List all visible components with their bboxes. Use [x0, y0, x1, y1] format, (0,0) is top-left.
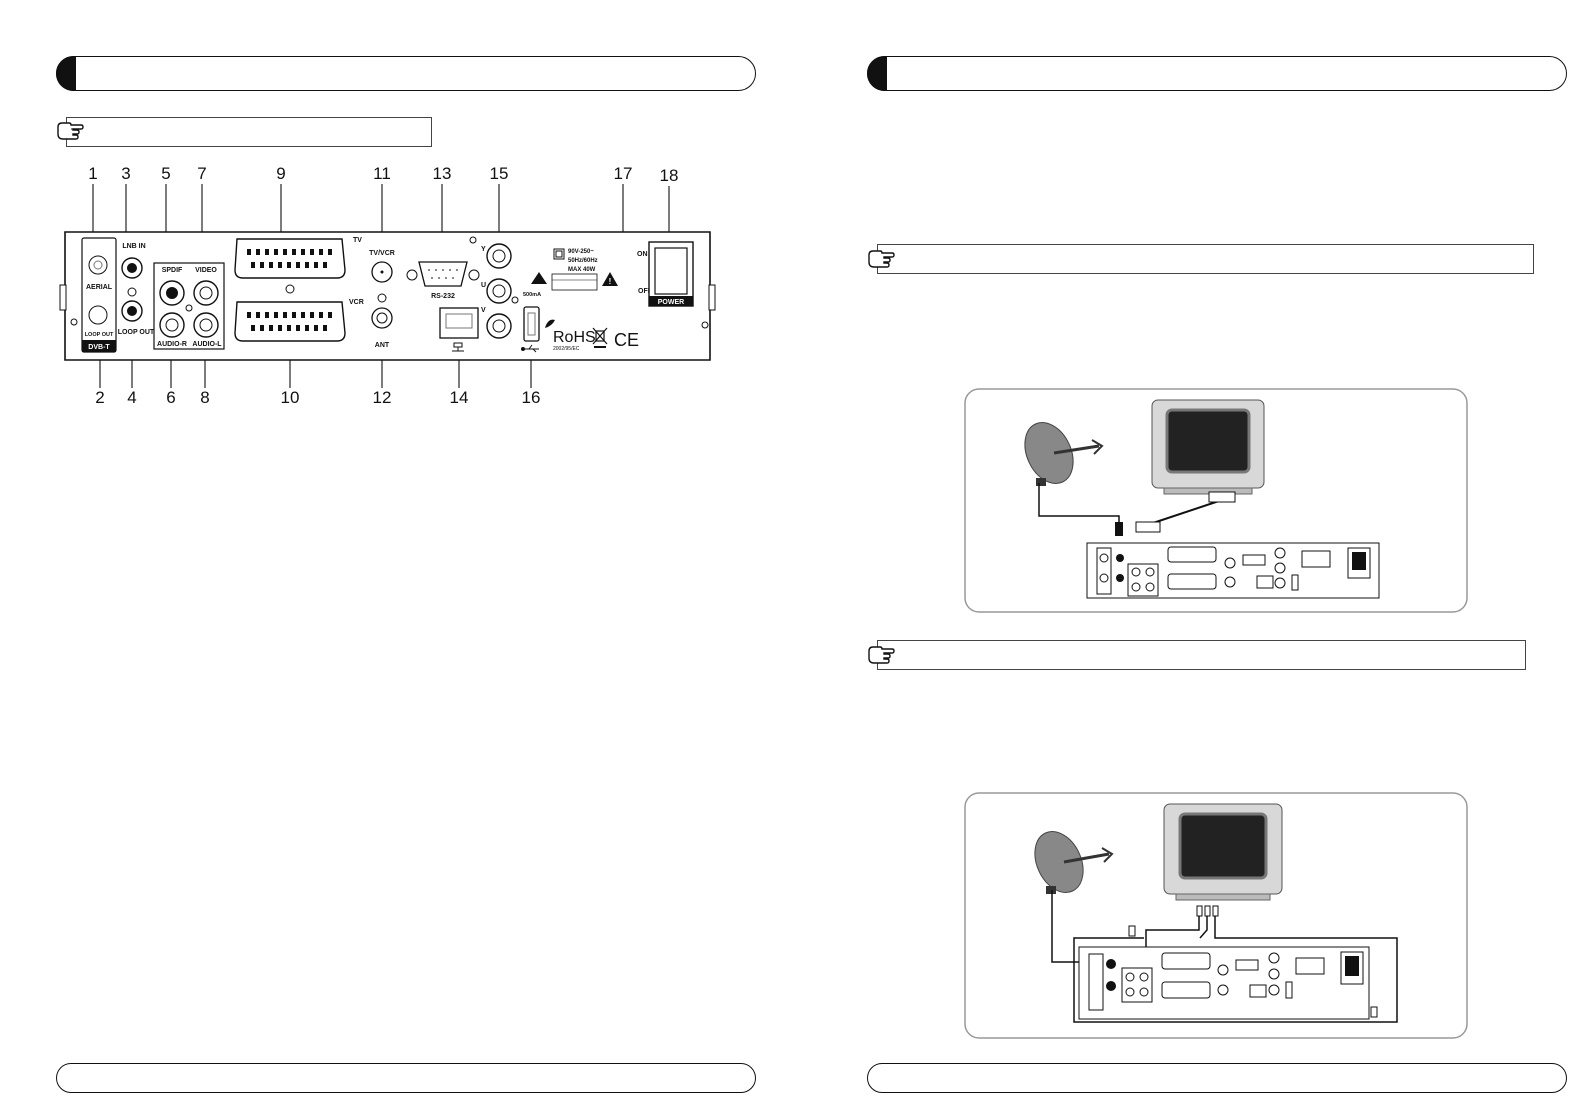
callout-4: 4	[127, 388, 136, 407]
callout-16: 16	[522, 388, 541, 407]
satellite-dish-icon	[1034, 831, 1114, 894]
callout-6: 6	[166, 388, 175, 407]
scart-plug-icon	[1208, 491, 1236, 503]
right-page-footer-bar	[867, 1063, 1567, 1093]
lnb-in-label: LNB IN	[122, 243, 145, 250]
callout-15: 15	[490, 164, 509, 183]
pointing-hand-icon	[868, 250, 895, 268]
connection-diagram-rca	[964, 792, 1468, 1039]
coax-plug-icon	[1115, 522, 1123, 536]
tv-scart-label: TV	[353, 237, 362, 244]
loop-out-label: LOOP OUT	[118, 329, 155, 336]
ce-mark: CE	[614, 330, 639, 350]
v-label: V	[481, 307, 486, 314]
callout-12: 12	[373, 388, 392, 407]
satellite-dish-icon	[1024, 422, 1104, 486]
left-page-header-bar	[56, 56, 756, 91]
rs232-label: RS-232	[431, 293, 455, 300]
audio-l-label: AUDIO-L	[192, 341, 222, 348]
right-section-heading-2	[877, 640, 1526, 670]
audio-r-label: AUDIO-R	[157, 341, 187, 348]
video-label: VIDEO	[195, 267, 217, 274]
callout-3: 3	[121, 164, 130, 183]
usb-icon	[521, 344, 539, 353]
left-page-footer-bar	[56, 1063, 756, 1093]
u-label: U	[481, 282, 486, 289]
callout-10: 10	[281, 388, 300, 407]
header-tab-marker	[867, 56, 887, 91]
rca-plug-icon	[1196, 905, 1219, 917]
callout-17: 17	[614, 164, 633, 183]
callout-1: 1	[88, 164, 97, 183]
left-section-heading	[66, 117, 432, 147]
power-label: POWER	[658, 299, 684, 306]
connection-diagram-scart	[964, 388, 1468, 613]
rear-panel-diagram: 1 3 5 7 9 11 13 15 17 18 2 4 6 8 10 12 1…	[59, 164, 716, 407]
ant-label: ANT	[375, 342, 390, 349]
warning-icon	[531, 272, 547, 284]
tv-icon	[1151, 399, 1265, 495]
callout-8: 8	[200, 388, 209, 407]
usb-current-label: 500mA	[523, 292, 541, 298]
spdif-label: SPDIF	[162, 267, 183, 274]
tv-vcr-label: TV/VCR	[369, 250, 395, 257]
rohs-logo: RoHS 2002/95/EC	[545, 319, 596, 352]
callout-numbers-bottom: 2 4 6 8 10 12 14 16	[95, 388, 540, 407]
network-icon	[452, 342, 464, 352]
callout-7: 7	[197, 164, 206, 183]
header-tab-marker	[56, 56, 76, 91]
power-rating-line2: 50Hz/60Hz	[568, 258, 598, 264]
receiver-rear-icon	[1086, 542, 1380, 599]
pointing-hand-icon	[868, 646, 895, 664]
dvbt-label: DVB-T	[88, 344, 110, 351]
tv-icon	[1163, 803, 1283, 901]
y-label: Y	[481, 246, 486, 253]
callout-18: 18	[660, 166, 679, 185]
callout-14: 14	[450, 388, 469, 407]
power-rating-line1: 90V-250~	[568, 249, 594, 255]
receiver-rear-icon	[1078, 946, 1370, 1020]
aerial-label: AERIAL	[86, 284, 113, 291]
vcr-scart-label: VCR	[349, 299, 364, 306]
off-label: OFF	[638, 288, 653, 295]
callout-2: 2	[95, 388, 104, 407]
warning-icon	[602, 272, 618, 286]
pointing-hand-icon	[57, 122, 84, 140]
svg-text:RoHS: RoHS	[553, 329, 596, 346]
callout-11: 11	[373, 164, 391, 183]
svg-text:2002/95/EC: 2002/95/EC	[553, 346, 580, 352]
right-section-heading-1	[877, 244, 1534, 274]
scart-plug-icon	[1135, 521, 1161, 533]
loop-out-small-label: LOOP OUT	[85, 332, 114, 338]
on-label: ON	[637, 251, 648, 258]
callout-13: 13	[433, 164, 452, 183]
right-page-header-bar	[867, 56, 1567, 91]
power-rating-line3: MAX 40W	[568, 267, 596, 273]
callout-5: 5	[161, 164, 170, 183]
callout-9: 9	[276, 164, 285, 183]
weee-bin-icon	[592, 327, 608, 348]
callout-numbers-top: 1 3 5 7 9 11 13 15 17 18	[88, 164, 678, 185]
svg-text:!: !	[609, 277, 612, 286]
